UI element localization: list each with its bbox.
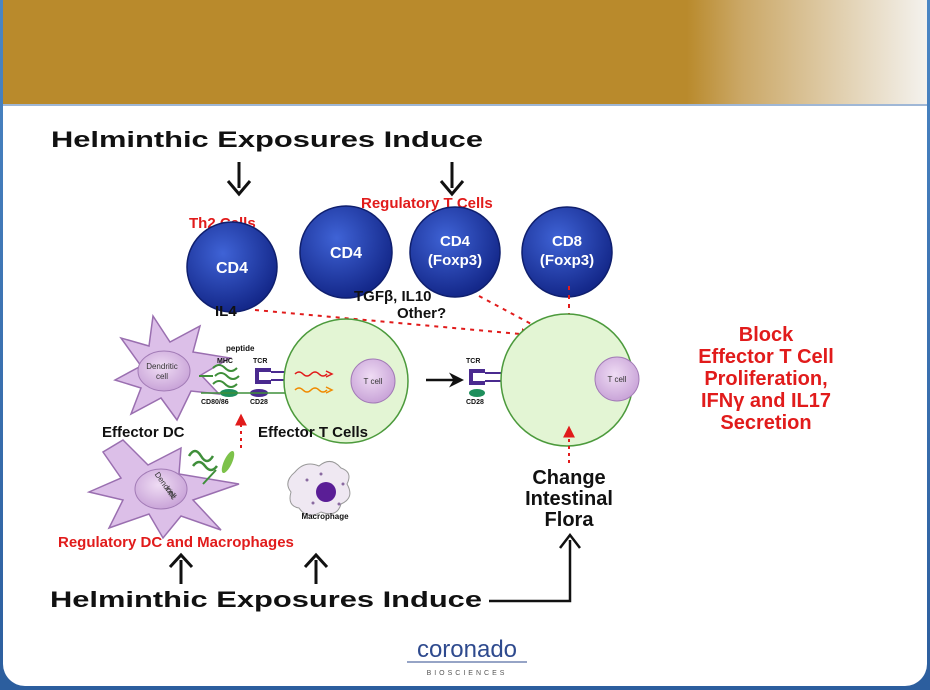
effector-t-cell: T cell (283, 318, 409, 444)
cd4-foxp3-cell: CD4 (Foxp3) (409, 206, 501, 298)
reg-dc-ligand (221, 450, 235, 474)
macrophage-label: Macrophage (301, 512, 349, 521)
title-banner (3, 0, 927, 104)
tgf-label-2: Other? (397, 305, 446, 322)
dendritic-cell-label-2: cell (156, 372, 168, 381)
peptide-label: peptide (226, 344, 255, 353)
target-t-cell: T cell (500, 313, 640, 447)
flora-label-3: Flora (545, 509, 595, 531)
cd8-foxp3-label-1: CD8 (552, 233, 582, 250)
arrow-up-left (168, 552, 194, 584)
logo-name: coronado (417, 636, 517, 663)
t-cell-label: T cell (364, 377, 383, 386)
tgf-label-1: TGFβ, IL10 (354, 288, 432, 305)
block-effector-label: Block Effector T Cell Proliferation, IFN… (698, 324, 834, 434)
mhc-label: MHC (217, 358, 233, 365)
tcr-molecule-2 (469, 369, 503, 385)
block-line-4: IFNγ and IL17 (701, 390, 831, 412)
tcr-label: TCR (253, 358, 267, 365)
flora-connector-arrow (489, 532, 581, 603)
cd4-th2-label: CD4 (216, 260, 248, 277)
cd28-molecule-2 (469, 389, 485, 397)
slide: Helminthic Exposures Induce Th2 Cells Re… (3, 0, 927, 686)
block-line-5: Secretion (720, 412, 811, 434)
cd4-foxp3-label-1: CD4 (440, 233, 471, 250)
regulatory-t-cells-label: Regulatory T Cells (361, 195, 493, 212)
cd28-label: CD28 (250, 399, 268, 406)
cd4-regulatory-cell: CD4 (299, 205, 393, 299)
block-line-1: Block (739, 324, 794, 346)
bottom-heading: Helminthic Exposures Induce (50, 587, 482, 612)
regulatory-dendritic-cell: Dendritic cell (86, 439, 240, 540)
t-cell-label-2: T cell (608, 375, 627, 384)
tcr-label-2: TCR (466, 358, 480, 365)
il4-label: IL4 (215, 303, 237, 320)
cd80-label: CD80/86 (201, 399, 229, 406)
top-heading: Helminthic Exposures Induce (51, 127, 483, 152)
arrow-up-right (303, 552, 329, 584)
macrophage-cell: Macrophage (287, 461, 351, 521)
cd4-regulatory-label: CD4 (330, 245, 362, 262)
cd28-label-2: CD28 (466, 399, 484, 406)
cd8-foxp3-label-2: (Foxp3) (540, 252, 594, 269)
effector-t-cells-label: Effector T Cells (258, 424, 368, 441)
mhc-molecule (199, 364, 240, 388)
effector-dendritic-cell: Dendritic cell (113, 313, 233, 422)
cd4-th2-cell: CD4 (186, 221, 278, 313)
flora-label-1: Change (532, 467, 605, 489)
effector-dc-label: Effector DC (102, 424, 185, 441)
block-line-2: Effector T Cell (698, 346, 834, 368)
flora-label-2: Intestinal (525, 488, 613, 510)
dendritic-cell-label-1: Dendritic (146, 362, 178, 371)
cd4-foxp3-label-2: (Foxp3) (428, 252, 482, 269)
logo-subtitle: BIOSCIENCES (427, 670, 508, 677)
signal-squiggle-2 (294, 387, 328, 393)
coronado-logo: coronado BIOSCIENCES (407, 636, 527, 677)
cd8-foxp3-cell: CD8 (Foxp3) (521, 206, 613, 298)
il4-inhibition-arrow (254, 309, 534, 341)
arrow-down-left (226, 162, 252, 197)
regulatory-dc-macrophages-label: Regulatory DC and Macrophages (58, 534, 294, 551)
reg-dc-receptor (187, 449, 218, 472)
block-line-3: Proliferation, (704, 368, 827, 390)
banner-divider (3, 104, 927, 106)
diagram: Helminthic Exposures Induce Th2 Cells Re… (50, 127, 834, 677)
tcr-molecule (255, 368, 287, 384)
signal-squiggle-1 (294, 371, 328, 377)
arrow-down-right (439, 162, 465, 197)
